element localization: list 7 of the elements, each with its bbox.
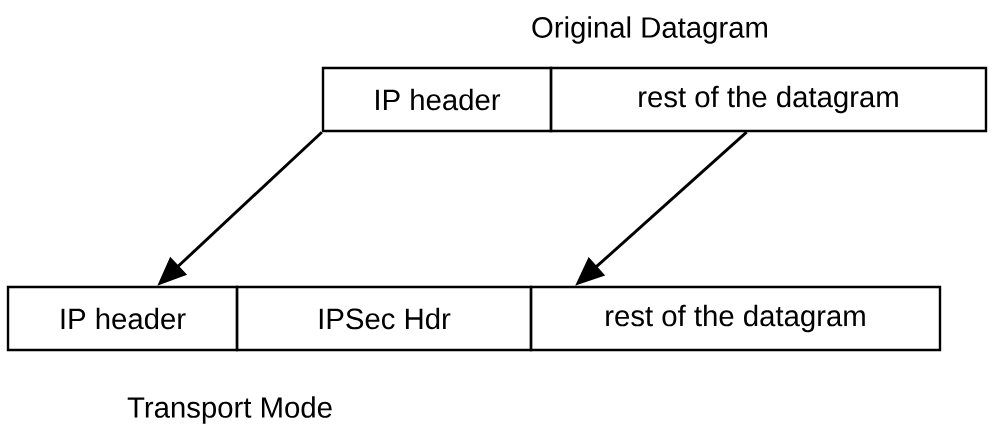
field-box: IP header [6, 285, 239, 352]
field-box: rest of the datagram [549, 66, 988, 133]
field-box: IP header [321, 66, 553, 133]
title: Original Datagram [532, 16, 767, 44]
field-box: rest of the datagram [529, 285, 942, 352]
caption: Transport Mode [127, 396, 332, 424]
field-box: IPSec Hdr [235, 285, 533, 352]
